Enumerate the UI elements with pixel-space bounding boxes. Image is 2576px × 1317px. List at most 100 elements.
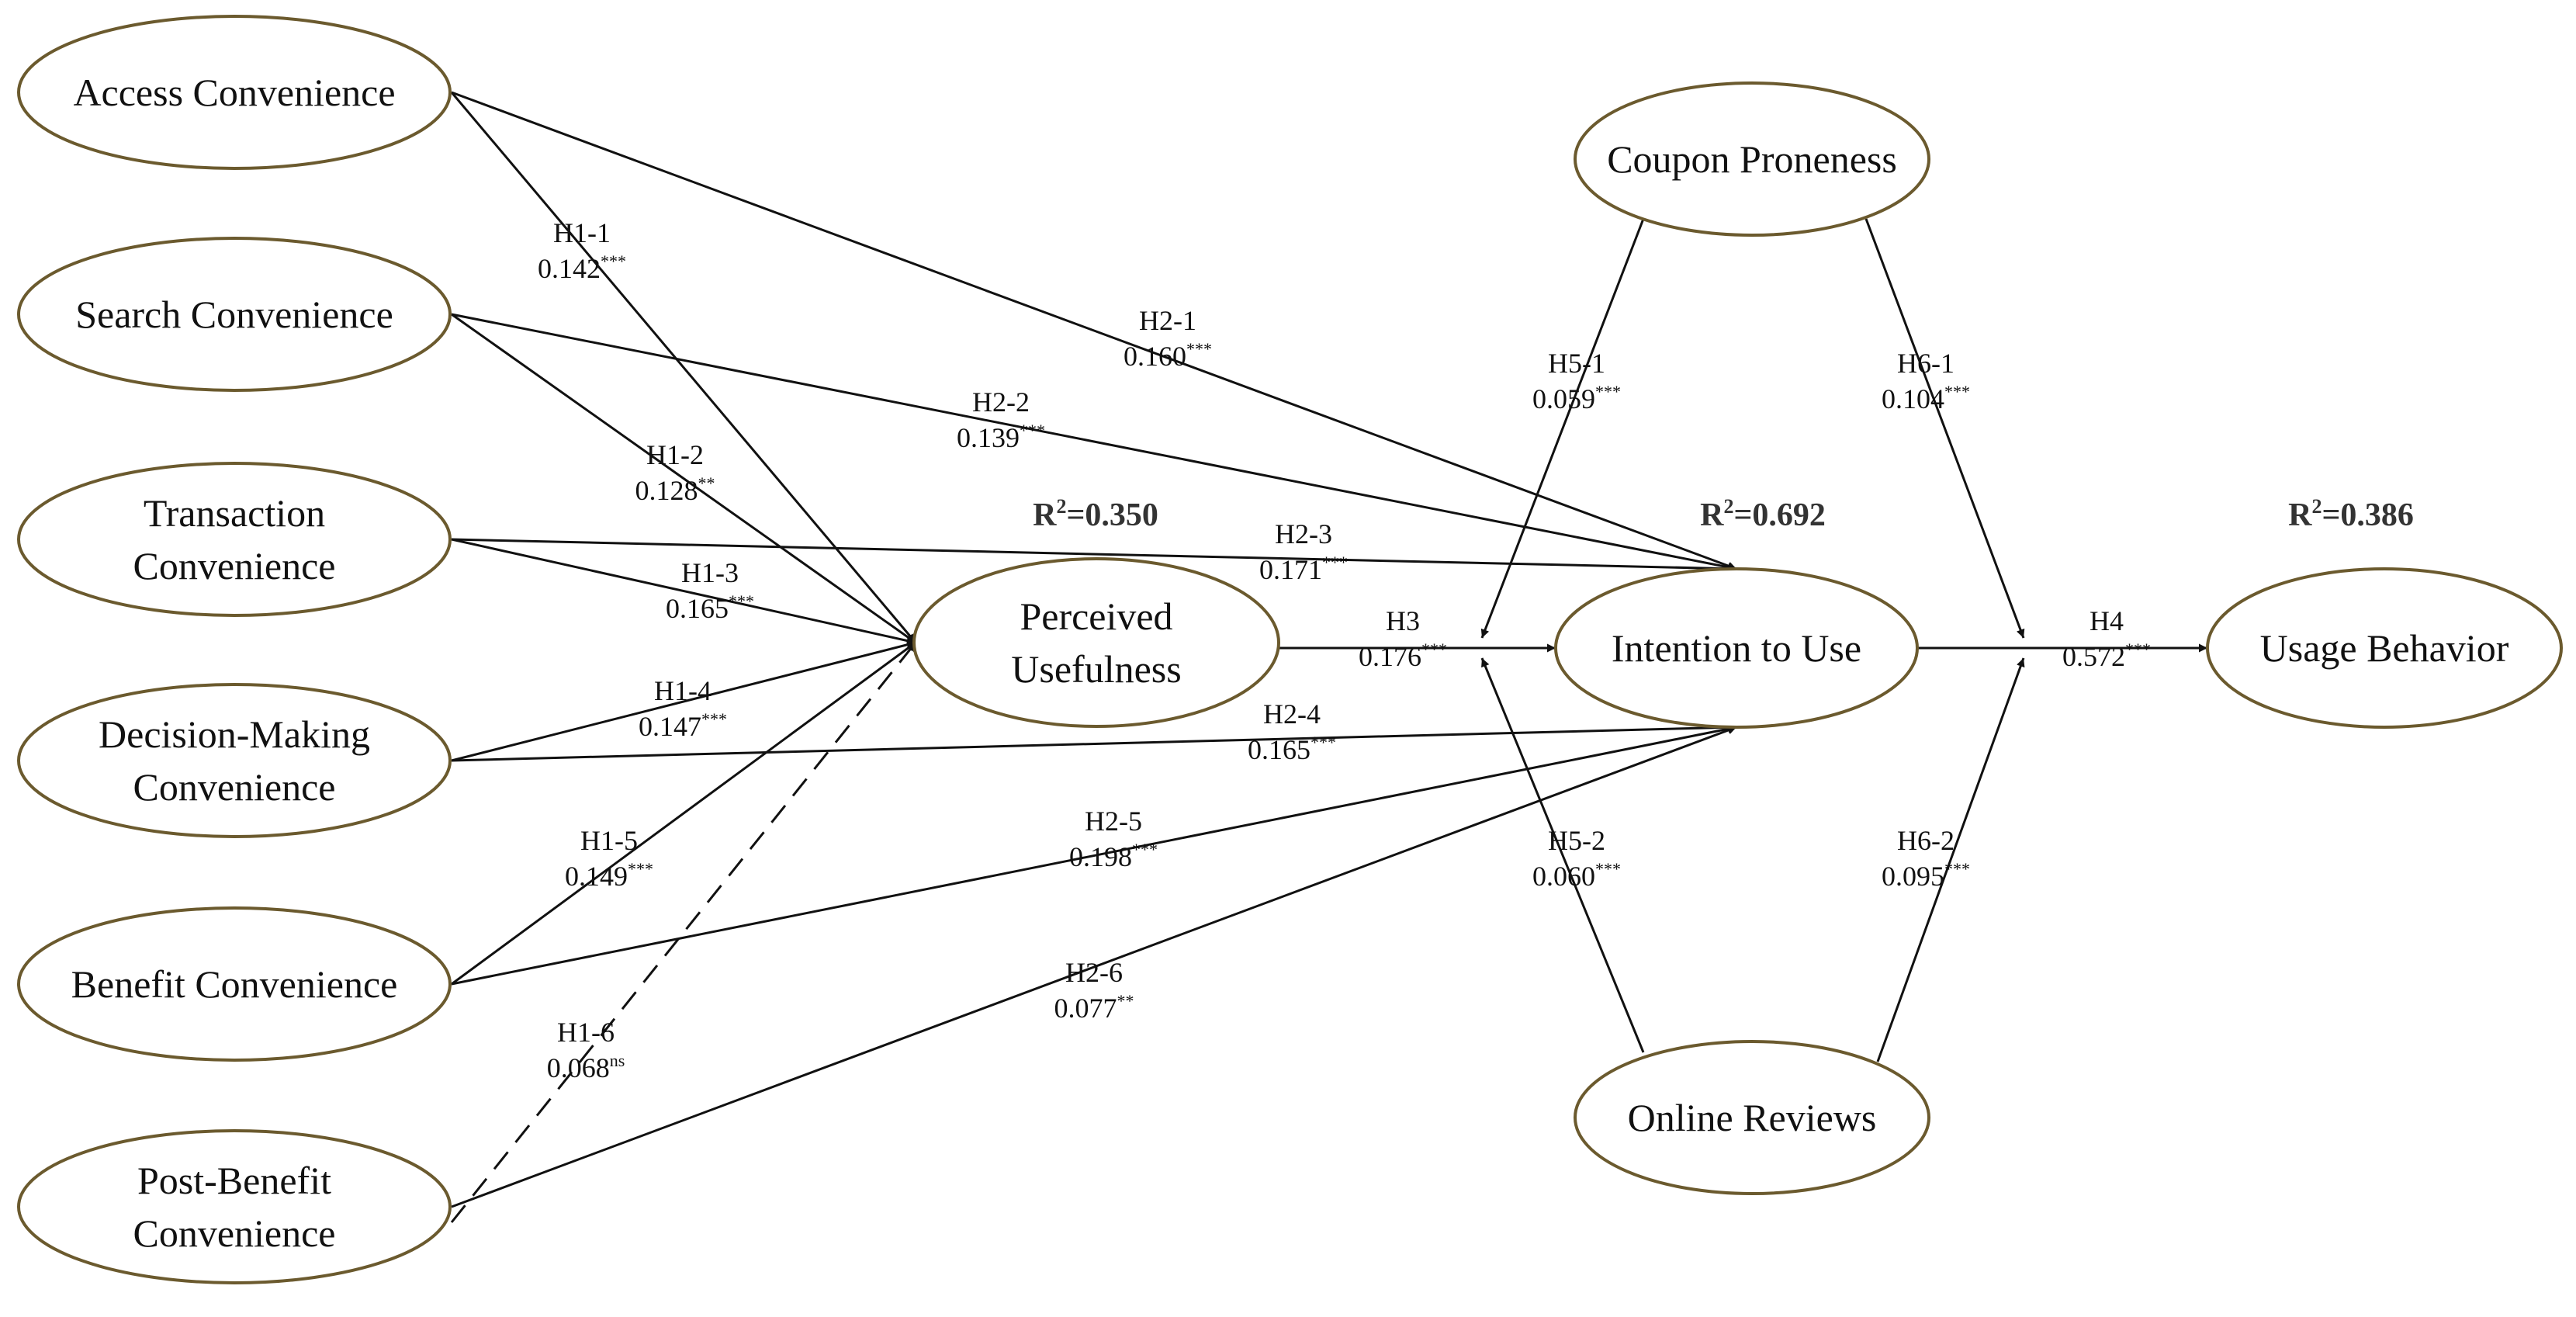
coefficient-value: 0.165 [1248, 734, 1311, 765]
path-h1-6 [450, 642, 917, 1223]
hypothesis-code: H2-6 [1065, 957, 1123, 988]
path-coefficient: 0.171*** [1259, 553, 1348, 585]
construct-label: Coupon Proneness [1607, 137, 1897, 181]
path-h2-4 [451, 723, 1737, 762]
construct-ellipse [1574, 81, 1930, 237]
hypothesis-code: H5-1 [1548, 348, 1605, 379]
construct-label: Online Reviews [1628, 1096, 1877, 1139]
hypothesis-code: H2-1 [1139, 305, 1196, 336]
significance-marker: ** [698, 473, 715, 493]
path-labels-layer: H1-10.142*** H1-20.128** H1-30.165*** H1-40… [538, 217, 2151, 1083]
path-h1-5 [451, 641, 916, 986]
hypothesis-code: H5-2 [1548, 825, 1605, 856]
r-squared-usage: R2=0.386 [2288, 495, 2414, 533]
coefficient-value: 0.171 [1259, 554, 1322, 585]
path-coefficient: 0.149*** [565, 859, 653, 892]
coefficient-value: 0.165 [666, 593, 729, 624]
path-coefficient: 0.165*** [666, 591, 754, 624]
construct-search: Search Convenience [17, 237, 452, 392]
significance-marker: *** [1944, 382, 1970, 401]
coefficient-value: 0.077 [1054, 993, 1117, 1024]
significance-marker: *** [1132, 840, 1158, 859]
coefficient-value: 0.198 [1069, 841, 1132, 872]
path-h6-2 [1876, 657, 2025, 1062]
path-coefficient: 0.142*** [538, 251, 626, 284]
path-h5-2 [1480, 657, 1645, 1053]
path-h1-2 [451, 313, 916, 644]
construct-ellipse [17, 237, 452, 392]
significance-marker: *** [1311, 733, 1336, 752]
path-label-h1-1: H1-10.142*** [538, 217, 626, 284]
coefficient-value: 0.104 [1882, 383, 1944, 414]
r-squared-exponent: 2 [1723, 495, 1733, 518]
construct-ellipse [1554, 567, 1919, 729]
r-squared-value: =0.386 [2322, 497, 2413, 533]
path-coefficient: 0.059*** [1532, 382, 1621, 414]
path-h2-3 [451, 538, 1737, 574]
path-label-h6-2: H6-20.095*** [1882, 825, 1970, 892]
r-squared-symbol: R [2288, 497, 2312, 533]
construct-label: Usefulness [1011, 647, 1181, 691]
significance-marker: ns [610, 1051, 625, 1070]
path-h5-1 [1480, 218, 1645, 639]
construct-label: Search Convenience [75, 293, 393, 336]
construct-label: Convenience [133, 544, 335, 587]
path-label-h2-2: H2-20.139*** [957, 386, 1045, 453]
path-label-h2-5: H2-50.198*** [1069, 806, 1158, 872]
path-h6-1 [1864, 218, 2025, 639]
significance-marker: *** [1322, 553, 1348, 572]
hypothesis-code: H2-4 [1263, 698, 1321, 730]
r-squared-intention: R2=0.692 [1700, 495, 1826, 533]
significance-marker: *** [2125, 639, 2151, 659]
construct-coupon: Coupon Proneness [1574, 81, 1930, 237]
construct-label: Convenience [133, 1211, 335, 1255]
construct-ellipse [1574, 1040, 1930, 1195]
path-label-h1-3: H1-30.165*** [666, 557, 754, 624]
r-squared-symbol: R [1700, 497, 1724, 533]
significance-marker: *** [1020, 421, 1045, 440]
path-h1-4 [451, 640, 916, 762]
construct-label: Usage Behavior [2260, 626, 2509, 670]
significance-marker: *** [1421, 639, 1447, 659]
coefficient-value: 0.139 [957, 422, 1020, 453]
construct-intention: Intention to Use [1554, 567, 1919, 729]
coefficient-value: 0.068 [547, 1052, 610, 1083]
construct-reviews: Online Reviews [1574, 1040, 1930, 1195]
significance-marker: ** [1117, 991, 1134, 1010]
construct-label: Convenience [133, 765, 335, 809]
paths-layer [450, 91, 2207, 1223]
coefficient-value: 0.095 [1882, 861, 1944, 892]
r-squared-value: =0.692 [1733, 497, 1825, 533]
path-label-h1-2: H1-20.128** [635, 439, 715, 506]
significance-marker: *** [729, 591, 754, 611]
path-label-h1-4: H1-40.147*** [639, 675, 727, 742]
r-squared-exponent: 2 [1056, 495, 1066, 518]
hypothesis-code: H1-6 [557, 1017, 615, 1048]
hypothesis-code: H1-5 [580, 825, 638, 856]
coefficient-value: 0.060 [1532, 861, 1595, 892]
path-coefficient: 0.077** [1054, 991, 1134, 1024]
construct-ellipse [17, 462, 452, 617]
path-coefficient: 0.128** [635, 473, 715, 506]
path-coefficient: 0.165*** [1248, 733, 1336, 765]
coefficient-value: 0.572 [2062, 641, 2125, 672]
path-h1-3 [451, 538, 916, 645]
significance-marker: *** [1595, 382, 1621, 401]
path-label-h2-4: H2-40.165*** [1248, 698, 1336, 765]
significance-marker: *** [628, 859, 653, 879]
coefficient-value: 0.147 [639, 711, 701, 742]
construct-label: Perceived [1020, 594, 1172, 638]
path-label-h5-1: H5-10.059*** [1532, 348, 1621, 414]
path-coefficient: 0.139*** [957, 421, 1045, 453]
hypothesis-code: H1-2 [646, 439, 704, 470]
path-label-h6-1: H6-10.104*** [1882, 348, 1970, 414]
path-label-h1-5: H1-50.149*** [565, 825, 653, 892]
significance-marker: *** [701, 709, 727, 729]
path-label-h2-3: H2-30.171*** [1259, 518, 1348, 585]
coefficient-value: 0.059 [1532, 383, 1595, 414]
